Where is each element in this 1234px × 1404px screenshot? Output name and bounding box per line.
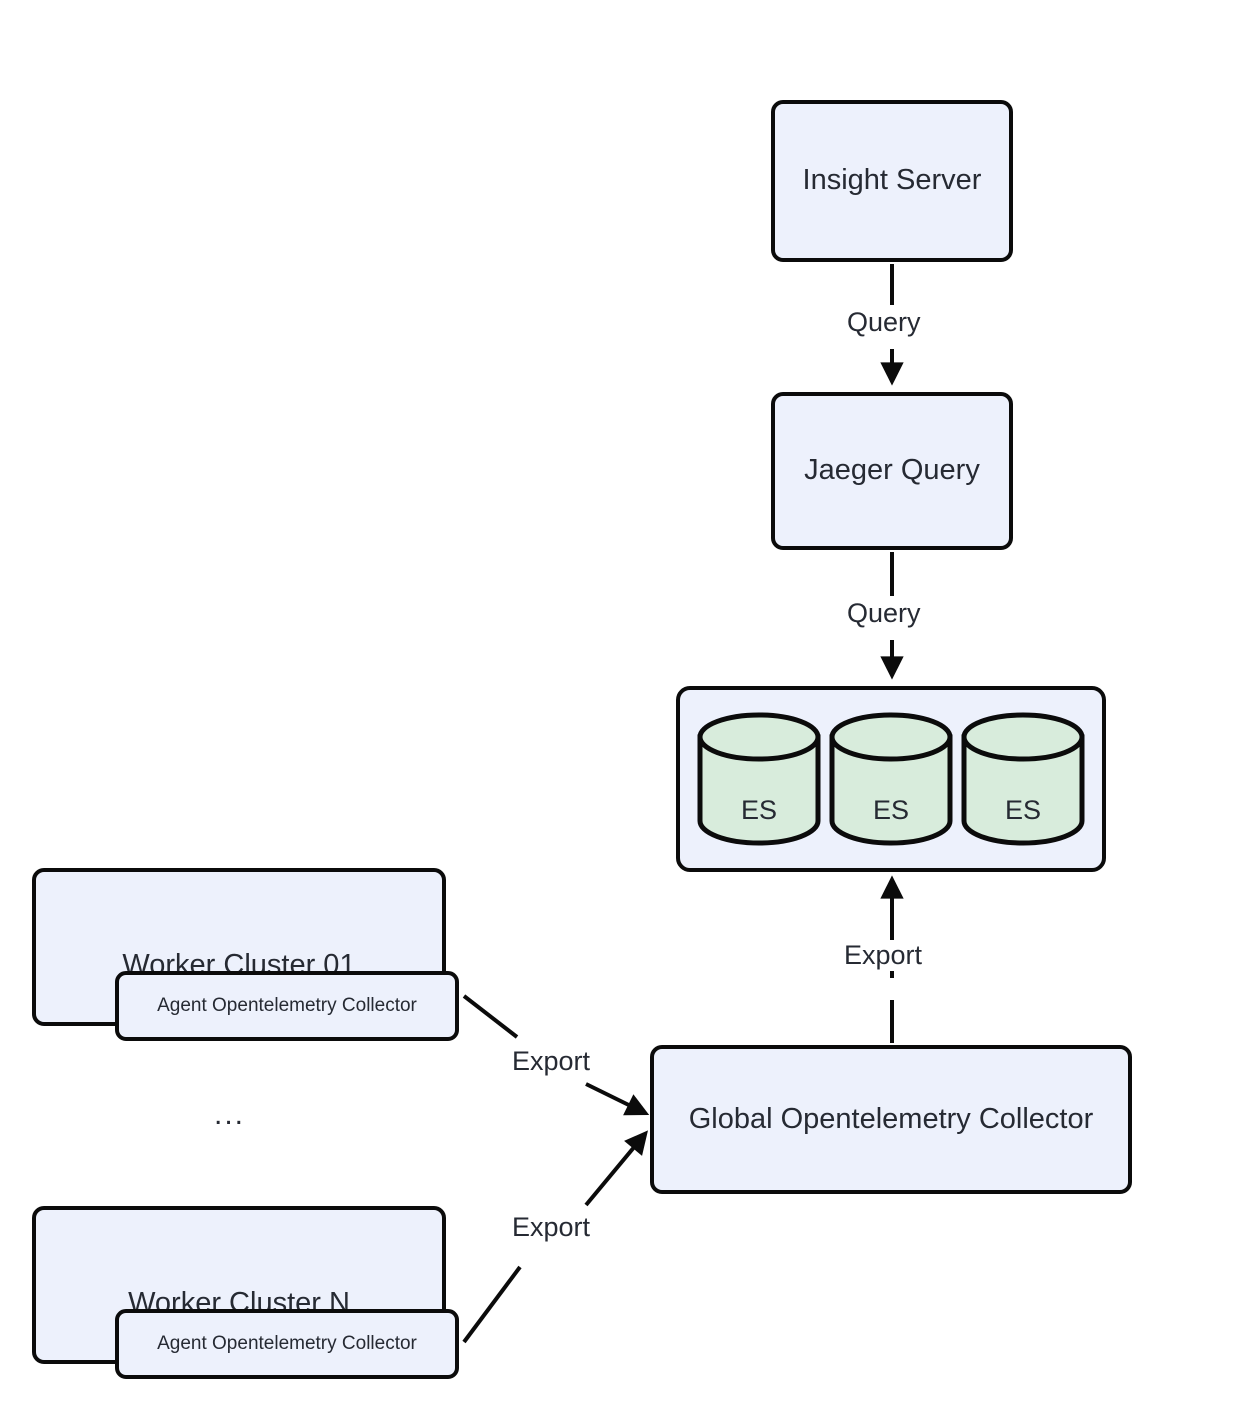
node-global-opentelemetry-collector-label: Global Opentelemetry Collector bbox=[688, 1102, 1094, 1135]
database-es-3-label: ES bbox=[1004, 795, 1042, 825]
node-global-opentelemetry-collector[interactable]: Global Opentelemetry Collector bbox=[650, 1045, 1132, 1194]
node-insight-server[interactable]: Insight Server bbox=[771, 100, 1013, 262]
edge-label-query-insight-jaeger: Query bbox=[841, 307, 927, 338]
edge-label-export-workern: Export bbox=[506, 1212, 597, 1243]
node-agent-opentelemetry-collector-01-label: Agent Opentelemetry Collector bbox=[157, 995, 417, 1017]
node-jaeger-query[interactable]: Jaeger Query bbox=[771, 392, 1013, 550]
node-agent-opentelemetry-collector-01[interactable]: Agent Opentelemetry Collector bbox=[115, 971, 459, 1041]
worker-cluster-ellipsis: ... bbox=[214, 1098, 246, 1131]
database-es-3[interactable]: ES bbox=[959, 711, 1087, 847]
database-es-1[interactable]: ES bbox=[695, 711, 823, 847]
edge-label-export-global-es: Export bbox=[838, 940, 929, 971]
edge-label-query-jaeger-es: Query bbox=[841, 598, 927, 629]
database-es-2[interactable]: ES bbox=[827, 711, 955, 847]
node-jaeger-query-label: Jaeger Query bbox=[804, 454, 980, 487]
node-insight-server-label: Insight Server bbox=[802, 164, 982, 197]
node-agent-opentelemetry-collector-n-label: Agent Opentelemetry Collector bbox=[157, 1333, 417, 1355]
edge-label-export-worker01: Export bbox=[506, 1046, 597, 1077]
database-es-1-label: ES bbox=[740, 795, 778, 825]
edge-workern-to-global bbox=[462, 1130, 648, 1344]
es-cylinder-row: ES ES ES bbox=[676, 686, 1106, 872]
edge-worker01-to-global bbox=[462, 994, 650, 1116]
database-es-2-label: ES bbox=[872, 795, 910, 825]
node-agent-opentelemetry-collector-n[interactable]: Agent Opentelemetry Collector bbox=[115, 1309, 459, 1379]
